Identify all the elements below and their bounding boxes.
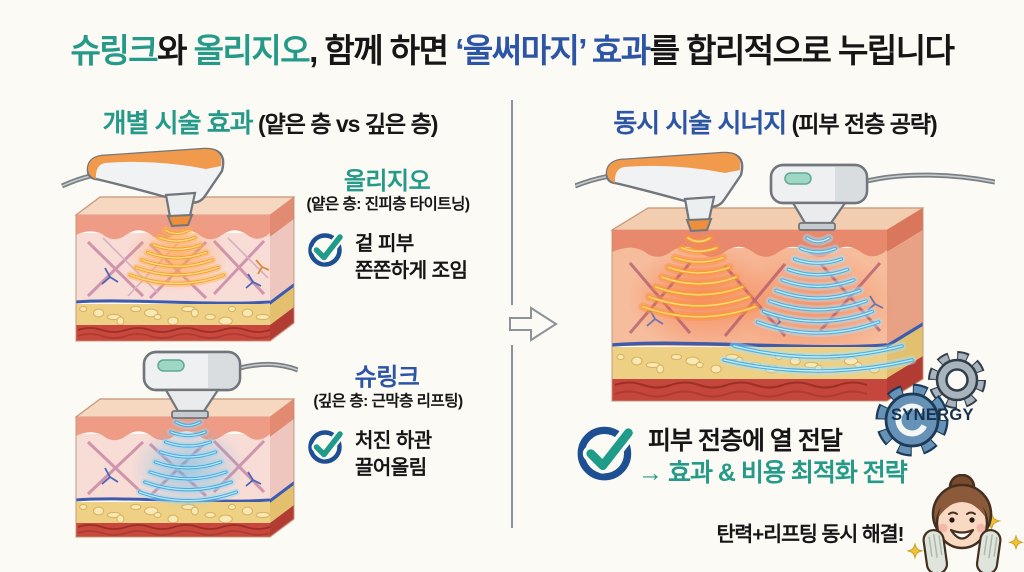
- skin-block: [610, 207, 925, 402]
- oligio-subtitle: (얕은 층: 진피층 타이트닝): [306, 196, 470, 213]
- check-icon: [577, 424, 637, 481]
- oligio-benefit-line2: 쫀쫀하게 조임: [355, 260, 468, 282]
- oligio-benefit-line1: 겉 피부: [355, 233, 414, 255]
- left-header-main: 개별 시술 효과: [102, 108, 254, 138]
- hifu-handpiece: [769, 163, 995, 231]
- title-seg-together: , 함께 하면: [309, 32, 456, 69]
- gear-icon: [875, 383, 949, 457]
- title-seg-oligio: 올리지오: [193, 32, 311, 69]
- vessel-line: [611, 341, 888, 349]
- fat-globules: [79, 503, 271, 524]
- title-seg-tail: 를 합리적으로 누립니다: [649, 32, 955, 69]
- rf-waves: [126, 226, 228, 288]
- collagen-fibers: [628, 262, 882, 337]
- shrink-benefit: 처진 하관 끌어올림: [306, 426, 432, 482]
- title-seg-ultherapy-effect: ‘울써마지’ 효과: [455, 32, 651, 69]
- divider-top: [511, 100, 513, 305]
- oligio-benefit: 겉 피부 쫀쫀하게 조임: [306, 229, 468, 285]
- divider-bottom: [511, 345, 513, 528]
- oligio-skin-diagram: [60, 147, 296, 342]
- happy-woman-illustration: [906, 474, 1024, 572]
- heat-glow: [125, 220, 229, 292]
- device-button: [784, 172, 812, 185]
- oligio-name: 올리지오: [343, 168, 431, 195]
- rf-handpiece: [60, 147, 225, 228]
- synergy-benefit-line2: → 효과 & 비용 최적화 전략: [638, 459, 908, 487]
- combined-skin-diagram: [575, 151, 995, 402]
- woman-face: [922, 474, 1002, 572]
- synergy-label: SYNERGY: [891, 406, 974, 424]
- shrink-subtitle: (깊은 층: 근막층 리프팅): [313, 393, 463, 410]
- nerve-branches: [646, 295, 884, 329]
- title-seg-and: 와: [157, 32, 194, 69]
- vessel-line: [75, 299, 271, 305]
- left-header-sub: (얕은 층 vs 깊은 층): [252, 111, 438, 137]
- right-header-main: 동시 시술 시너지: [613, 108, 787, 138]
- shrink-name: 슈링크: [354, 364, 420, 391]
- arrow-right-icon: [509, 306, 558, 342]
- hifu-handpiece: [142, 350, 298, 419]
- hifu-deep-waves: [719, 341, 917, 376]
- hifu-waves: [135, 418, 241, 505]
- title-seg-shrink: 슈링크: [70, 32, 159, 69]
- hand: [975, 528, 1002, 572]
- main-title: 슈링크와 올리지오, 함께 하면 ‘울써마지’ 효과를 합리적으로 누립니다: [0, 24, 1024, 72]
- fat-globules: [79, 305, 271, 326]
- nerve-branches: [101, 267, 262, 289]
- shrink-benefit-line1: 처진 하관: [355, 430, 432, 452]
- shrink-benefit-line2: 끌어올림: [355, 457, 427, 479]
- gear-icon: [928, 351, 986, 409]
- rf-handpiece: [575, 151, 744, 233]
- nerve-branches: [101, 467, 262, 487]
- synergy-benefit-line1: 피부 전층에 열 전달: [648, 427, 843, 455]
- shrink-skin-diagram: [74, 350, 298, 538]
- rf-waves: [638, 233, 760, 321]
- left-section-header: 개별 시술 효과 (얕은 층 vs 깊은 층): [55, 103, 485, 140]
- footer-note: 탄력+리프팅 동시 해결!: [716, 523, 905, 546]
- check-icon: [308, 429, 345, 464]
- check-icon: [308, 232, 345, 267]
- hifu-waves: [753, 233, 883, 338]
- right-section-header: 동시 시술 시너지 (피부 전층 공략): [550, 103, 1000, 140]
- hand: [922, 528, 949, 572]
- right-header-sub: (피부 전층 공략): [786, 111, 938, 137]
- device-button: [157, 359, 185, 372]
- synergy-gears: [875, 351, 986, 457]
